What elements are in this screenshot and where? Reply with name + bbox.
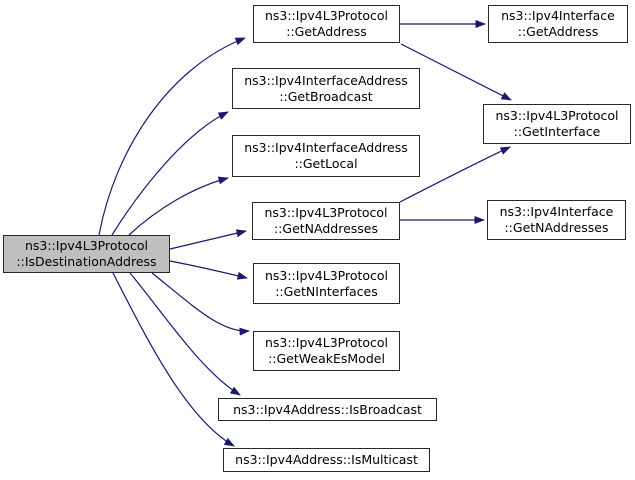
node-label: ns3::Ipv4InterfaceAddress ::GetBroadcast	[244, 72, 408, 104]
node-label: ns3::Ipv4L3Protocol ::GetWeakEsModel	[264, 335, 389, 366]
node-ipv4address-ismulticast[interactable]: ns3::Ipv4Address::IsMulticast	[223, 448, 430, 472]
node-ipv4l3protocol-getaddress[interactable]: ns3::Ipv4L3Protocol ::GetAddress	[253, 5, 400, 43]
edge-main-to-getaddress	[98, 37, 246, 236]
node-label: ns3::Ipv4Address::IsBroadcast	[233, 401, 422, 417]
node-ipv4l3protocol-getninterfaces[interactable]: ns3::Ipv4L3Protocol ::GetNInterfaces	[253, 263, 400, 304]
edge-main-to-getninterfaces	[169, 260, 248, 280]
node-ipv4interfaceaddress-getlocal[interactable]: ns3::Ipv4InterfaceAddress ::GetLocal	[232, 135, 420, 177]
node-ipv4l3protocol-getinterface[interactable]: ns3::Ipv4L3Protocol ::GetInterface	[483, 104, 631, 144]
edge-main-to-getbroadcast	[111, 111, 229, 236]
node-ipv4interface-getnaddresses[interactable]: ns3::Ipv4Interface ::GetNAddresses	[487, 200, 626, 240]
node-ipv4l3protocol-getnaddresses[interactable]: ns3::Ipv4L3Protocol ::GetNAddresses	[252, 202, 400, 240]
node-label: ns3::Ipv4Address::IsMulticast	[235, 452, 418, 468]
node-label: ns3::Ipv4L3Protocol ::GetInterface	[495, 108, 619, 139]
node-ipv4l3protocol-getweakesmodel[interactable]: ns3::Ipv4L3Protocol ::GetWeakEsModel	[253, 331, 400, 371]
edge-main-to-isbroadcast	[129, 272, 241, 396]
edge-main-to-ismulticast	[112, 272, 235, 447]
node-label: ns3::Ipv4L3Protocol ::GetNInterfaces	[264, 267, 389, 299]
node-label: ns3::Ipv4Interface ::GetNAddresses	[499, 204, 614, 235]
node-label: ns3::Ipv4L3Protocol ::GetAddress	[264, 8, 389, 39]
node-label: ns3::Ipv4L3Protocol ::IsDestinationAddre…	[16, 238, 157, 269]
edge-main-to-getlocal	[128, 176, 229, 236]
edge-main-to-getweakesmodel	[151, 272, 250, 336]
node-ipv4interface-getaddress[interactable]: ns3::Ipv4Interface ::GetAddress	[488, 5, 628, 43]
node-ipv4interfaceaddress-getbroadcast[interactable]: ns3::Ipv4InterfaceAddress ::GetBroadcast	[232, 68, 420, 109]
node-label: ns3::Ipv4Interface ::GetAddress	[501, 8, 615, 39]
edge-main-to-getnaddresses	[169, 229, 247, 250]
node-label: ns3::Ipv4InterfaceAddress ::GetLocal	[244, 140, 408, 171]
edge-getnaddresses-to-getinterface	[399, 146, 511, 203]
node-ipv4address-isbroadcast[interactable]: ns3::Ipv4Address::IsBroadcast	[218, 398, 437, 421]
node-is-destination-address: ns3::Ipv4L3Protocol ::IsDestinationAddre…	[3, 235, 170, 273]
edge-getaddress-to-getinterface	[400, 43, 512, 101]
node-label: ns3::Ipv4L3Protocol ::GetNAddresses	[264, 205, 388, 236]
